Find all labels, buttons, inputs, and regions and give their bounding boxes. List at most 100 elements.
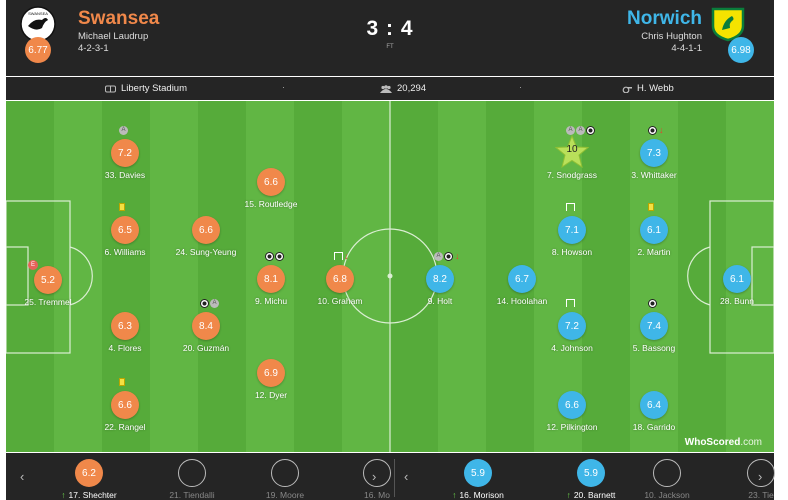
player-rating: 6.9 (257, 359, 285, 387)
separator: · (282, 82, 285, 92)
player-rating: 6.5 (111, 216, 139, 244)
away-sub-0[interactable]: 5.9↑16. Morison (428, 456, 528, 500)
home-subs-prev-button[interactable]: ‹ (20, 469, 25, 484)
player-rating: 7.3 (640, 139, 668, 167)
player-rating: 6.6 (558, 391, 586, 419)
home-sub-1[interactable]: 21. Tiendalli (142, 456, 242, 500)
whistle-icon (622, 86, 632, 93)
player-rating: 6.8 (326, 265, 354, 293)
match-header: SWANSEA 6.77 Swansea Michael Laudrup 4-2… (6, 0, 774, 76)
away-sub-1[interactable]: 5.9 ↑20. Barnett (541, 456, 641, 500)
stadium-icon (105, 85, 116, 92)
ball-icon (275, 252, 284, 261)
watermark-suffix: .com (740, 437, 762, 448)
sub-rating: 5.9 (464, 459, 492, 487)
stadium-info: Liberty Stadium (105, 83, 187, 94)
sub-rating: 5.9 (577, 459, 605, 487)
player-name: 14. Hoolahan (496, 296, 548, 306)
home-sub-3[interactable]: 16. Mo (327, 456, 427, 500)
assist-icon: A (434, 252, 443, 261)
away-team-rating: 6.98 (728, 37, 754, 63)
woodwork-icon (566, 203, 575, 211)
home-formation: 4-2-3-1 (78, 43, 109, 54)
woodwork-icon (334, 252, 343, 260)
player-name: 10. Graham (317, 296, 363, 306)
player-events: ↓ (648, 126, 664, 135)
player-rating: 8.1 (257, 265, 285, 293)
player-name: 33. Davies (104, 170, 146, 180)
subs-divider (394, 459, 395, 497)
sub-on-arrow-icon: ↑ (61, 490, 66, 500)
player-rating: 10 (566, 144, 578, 155)
referee-name: H. Webb (637, 83, 674, 94)
away-formation: 4-4-1-1 (671, 43, 702, 54)
home-team-name[interactable]: Swansea (78, 8, 160, 29)
player-events (119, 203, 125, 212)
player-name: 12. Pilkington (546, 422, 598, 432)
ball-icon (444, 252, 453, 261)
player-name: 20. Guzmán (182, 343, 230, 353)
sub-name: 16. Mo (364, 490, 390, 500)
player-rating: 6.3 (111, 312, 139, 340)
player-events (265, 252, 285, 261)
assist-icon: A (119, 126, 128, 135)
sub-name: 10. Jackson (644, 490, 690, 500)
player-rating: 6.4 (640, 391, 668, 419)
away-player-6[interactable]: ↓ 7.3 3. Whittaker (604, 126, 704, 199)
ball-icon (265, 252, 274, 261)
player-events (648, 299, 658, 308)
sub-off-arrow-icon: ↓ (344, 251, 349, 261)
player-name: 5. Bassong (632, 343, 676, 353)
sub-name: ↑20. Barnett (566, 490, 616, 500)
away-sub-2[interactable]: 10. Jackson (617, 456, 717, 500)
ball-icon (648, 299, 657, 308)
woodwork-icon (566, 299, 575, 307)
sub-off-arrow-icon: ↓ (659, 125, 664, 135)
sub-rating (271, 459, 299, 487)
attendance-value: 20,294 (397, 83, 427, 94)
away-sub-3[interactable]: 23. Tie (711, 456, 788, 500)
match-info-bar: Liberty Stadium · 20,294 · H. Webb (6, 77, 774, 100)
player-rating: 7.2 (558, 312, 586, 340)
home-sub-2[interactable]: 19. Moore (235, 456, 335, 500)
player-name: 3. Whittaker (631, 170, 677, 180)
home-sub-0[interactable]: 6.2↑17. Shechter (39, 456, 139, 500)
sub-rating (653, 459, 681, 487)
away-subs-prev-button[interactable]: ‹ (404, 469, 409, 484)
assist-icon: A (576, 126, 585, 135)
ball-icon (200, 299, 209, 308)
home-player-10[interactable]: ↓ 6.8 10. Graham (290, 252, 390, 325)
yellow-card-icon (119, 378, 125, 386)
swansea-crest-icon: SWANSEA (20, 6, 56, 42)
sub-rating (178, 459, 206, 487)
home-manager: Michael Laudrup (78, 31, 149, 42)
away-team-name[interactable]: Norwich (627, 8, 702, 29)
assist-icon: A (210, 299, 219, 308)
player-rating: 6.6 (192, 216, 220, 244)
away-player-5[interactable]: 6.6 12. Pilkington (522, 391, 622, 451)
crowd-icon (380, 84, 392, 93)
